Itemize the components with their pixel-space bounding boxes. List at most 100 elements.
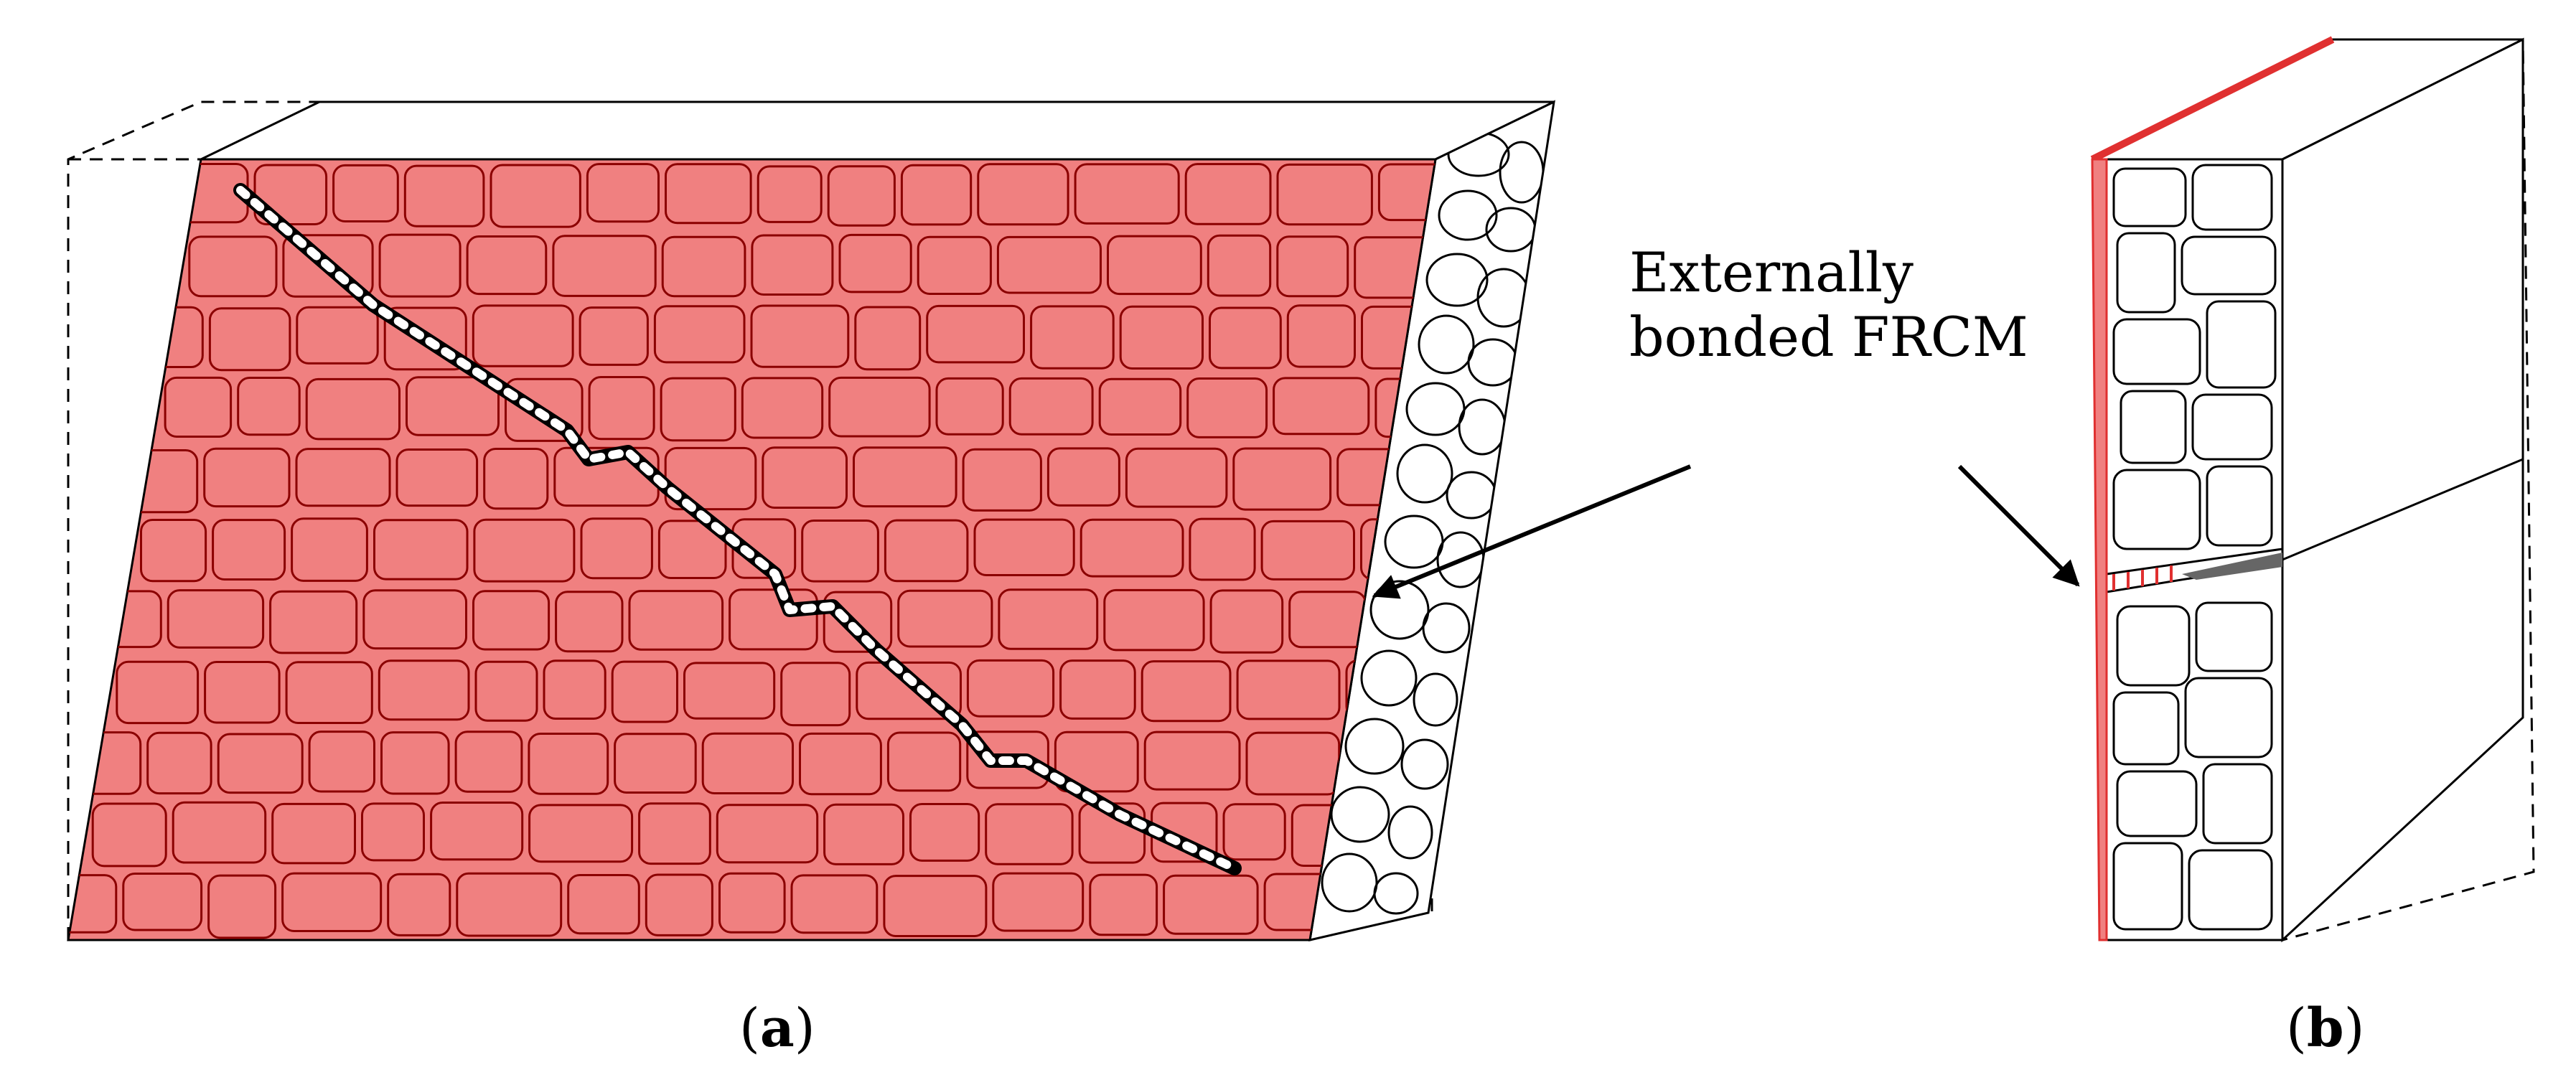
masonry-stone xyxy=(122,873,203,931)
masonry-stone xyxy=(543,659,606,720)
masonry-stone xyxy=(586,163,660,223)
masonry-stone xyxy=(269,590,358,654)
masonry-stone xyxy=(628,590,724,651)
masonry-stone xyxy=(823,803,904,865)
panel-a-masonry-pattern xyxy=(68,163,1435,939)
masonry-stone xyxy=(1207,234,1272,297)
masonry-stone xyxy=(1103,588,1205,652)
masonry-stone xyxy=(853,446,957,508)
masonry-stone xyxy=(614,733,697,794)
masonry-stone xyxy=(900,164,973,226)
masonry-stone xyxy=(962,448,1042,512)
masonry-stone xyxy=(1054,730,1139,793)
masonry-stone xyxy=(295,448,391,507)
masonry-stone xyxy=(1184,163,1272,225)
masonry-stone xyxy=(653,305,746,364)
masonry-stone xyxy=(1107,235,1202,296)
masonry-stone xyxy=(909,803,980,862)
masonry-stone xyxy=(977,163,1069,226)
masonry-stone xyxy=(801,520,879,583)
masonry-stone xyxy=(1377,163,1435,222)
masonry-stone xyxy=(1236,659,1341,720)
masonry-stone xyxy=(1030,305,1115,370)
masonry-stone xyxy=(1209,589,1284,654)
masonry-stone xyxy=(611,660,679,723)
masonry-stone xyxy=(718,872,786,934)
masonry-stone xyxy=(395,448,479,507)
masonry-stone xyxy=(1186,377,1268,438)
masonry-stone xyxy=(474,660,538,722)
masonry-stone xyxy=(741,377,824,439)
masonry-stone xyxy=(645,873,713,936)
masonry-stone xyxy=(856,661,963,720)
masonry-stone xyxy=(1163,874,1259,935)
frcm-annotation: Externally bonded FRCM xyxy=(1629,240,2028,369)
masonry-stone xyxy=(883,875,988,937)
masonry-stone xyxy=(935,377,1004,436)
masonry-stone xyxy=(683,662,776,720)
masonry-stone xyxy=(757,165,823,223)
masonry-stone xyxy=(1232,447,1332,511)
masonry-stone xyxy=(282,234,374,298)
caption-panel-a: (a) xyxy=(739,997,815,1059)
panel-a-diagonal-crack xyxy=(233,183,1242,875)
masonry-stone xyxy=(917,235,992,295)
masonry-stone xyxy=(1286,304,1357,368)
masonry-stone xyxy=(729,588,818,651)
masonry-stone xyxy=(966,730,1049,789)
panel-b-wall-section xyxy=(2090,36,2535,943)
masonry-stone xyxy=(701,732,795,795)
masonry-stone xyxy=(1273,377,1370,436)
panel-b-section-line xyxy=(2282,458,2524,561)
masonry-stone xyxy=(1079,518,1184,578)
masonry-stone xyxy=(657,520,727,580)
masonry-stone xyxy=(750,304,850,368)
masonry-stone xyxy=(454,730,523,793)
panel-b-crack xyxy=(2105,548,2284,593)
masonry-stone xyxy=(998,588,1099,650)
masonry-stone xyxy=(383,306,467,371)
arrow-to-panel-b xyxy=(1957,464,2080,587)
masonry-stone xyxy=(751,234,834,296)
masonry-stone xyxy=(403,164,485,227)
masonry-stone xyxy=(638,802,711,865)
masonry-stone xyxy=(308,730,376,793)
frcm-annotation-line1: Externally xyxy=(1629,240,1914,304)
masonry-stone xyxy=(1141,660,1232,723)
masonry-stone xyxy=(505,377,584,442)
masonry-stone xyxy=(552,235,657,297)
panel-b-rubble xyxy=(2112,164,2277,931)
masonry-stone xyxy=(1276,163,1373,226)
panel-b-side-face xyxy=(2281,37,2524,943)
masonry-stone xyxy=(827,165,896,227)
masonry-stone xyxy=(1089,873,1158,936)
caption-panel-b: (b) xyxy=(2286,997,2365,1059)
masonry-stone xyxy=(203,447,291,508)
masonry-stone xyxy=(799,732,882,796)
masonry-stone xyxy=(332,164,399,222)
masonry-stone xyxy=(780,662,851,727)
masonry-stone xyxy=(897,589,993,648)
masonry-stone xyxy=(378,659,470,721)
masonry-stone xyxy=(1189,517,1256,581)
masonry-stone xyxy=(483,448,549,510)
masonry-stone xyxy=(271,802,357,865)
masonry-stone xyxy=(1143,730,1241,791)
masonry-stone xyxy=(790,874,879,934)
masonry-stone xyxy=(285,661,373,725)
masonry-stone xyxy=(378,233,462,298)
masonry-stone xyxy=(985,803,1074,865)
masonry-stone xyxy=(588,376,655,441)
frcm-annotation-line2: bonded FRCM xyxy=(1629,304,2028,369)
masonry-stone xyxy=(1098,377,1182,436)
masonry-stone xyxy=(361,802,425,862)
masonry-stone xyxy=(567,874,640,935)
panel-b-frcm-strip xyxy=(2091,158,2108,941)
masonry-stone xyxy=(146,731,212,795)
masonry-stone xyxy=(91,802,167,868)
masonry-stone xyxy=(854,306,922,371)
masonry-stone xyxy=(1222,803,1286,861)
masonry-stone xyxy=(823,591,893,653)
panel-a-wall xyxy=(67,100,1555,941)
